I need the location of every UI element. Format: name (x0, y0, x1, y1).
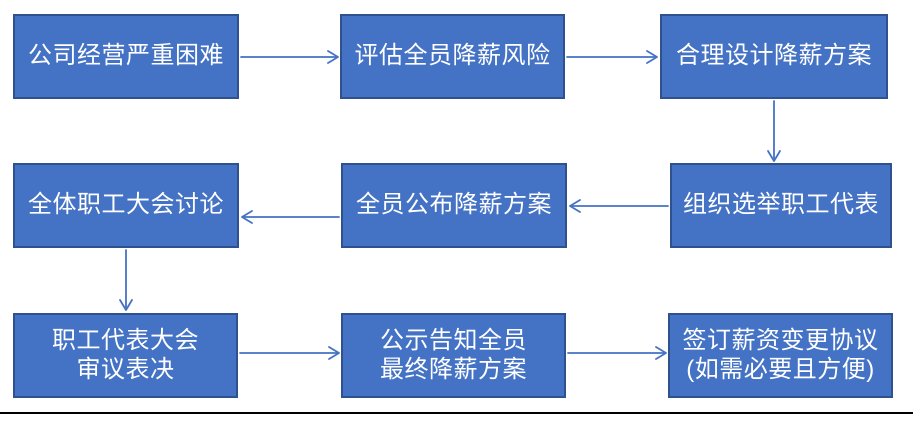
flow-step-design-plan: 合理设计降薪方案 (660, 14, 888, 99)
flow-step-all-staff-meeting: 全体职工大会讨论 (13, 163, 239, 248)
bottom-divider-line (0, 412, 913, 414)
flow-step-label-line2: 审议表决 (76, 355, 175, 383)
flow-step-label: 合理设计降薪方案 (676, 42, 872, 70)
arrow-step5-to-step4 (241, 210, 340, 224)
arrow-step2-to-step3 (566, 50, 658, 64)
flow-step-assess-risk: 评估全员降薪风险 (340, 14, 565, 99)
arrow-step3-to-step6-down (767, 100, 781, 162)
flow-step-label-line2: 最终降薪方案 (380, 355, 527, 383)
flow-step-congress-vote: 职工代表大会 审议表决 (13, 313, 238, 398)
arrow-step6-to-step5 (569, 199, 669, 213)
flow-step-label: 评估全员降薪风险 (354, 42, 551, 70)
flow-step-label: 全体职工大会讨论 (28, 191, 224, 219)
flow-step-company-difficulty: 公司经营严重困难 (13, 14, 239, 99)
flow-step-elect-representatives: 组织选举职工代表 (670, 163, 892, 248)
arrow-step7-to-step8 (239, 346, 340, 360)
flow-step-sign-agreement: 签订薪资变更协议 (如需必要且方便) (668, 313, 893, 398)
flow-step-label-line1: 签订薪资变更协议 (682, 326, 879, 354)
arrow-step4-to-step7-down (119, 249, 133, 311)
flow-step-label-line1: 公示告知全员 (380, 326, 527, 354)
flow-step-label-line1: 职工代表大会 (52, 326, 199, 354)
arrow-step1-to-step2 (240, 50, 339, 64)
flow-step-label: 全员公布降薪方案 (356, 191, 552, 219)
flow-step-label: 组织选举职工代表 (683, 191, 879, 219)
arrow-step8-to-step9 (567, 346, 667, 360)
flow-step-publicize-final-plan: 公示告知全员 最终降薪方案 (341, 313, 566, 398)
flow-step-label-line2: (如需必要且方便) (686, 355, 875, 383)
flow-step-label: 公司经营严重困难 (28, 42, 224, 70)
flow-step-announce-plan: 全员公布降薪方案 (341, 163, 567, 248)
